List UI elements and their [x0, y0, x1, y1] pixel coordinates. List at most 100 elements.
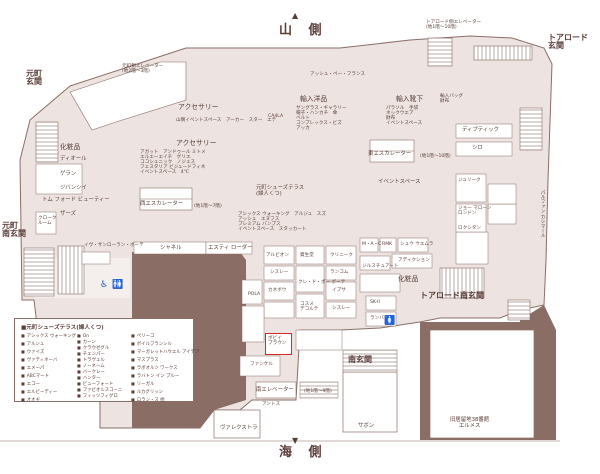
shop-shiro[interactable]: シロ [472, 145, 483, 151]
legend-item: エルビーディー [21, 389, 57, 395]
shop-addiction[interactable]: アディクション [398, 258, 430, 263]
south-elevator-label: 南エレベーター [256, 387, 294, 393]
shoe-brands-legend: ■元町シューズテラス(婦人くつ) アシックス ウォーキング アルシュ ウァイズ … [14, 318, 199, 403]
legend-item: トラヴェル [77, 357, 105, 363]
east-escalator-note: (地1階〜10階) [420, 154, 451, 159]
import-shoes-brands: パラソル 手袋 ネックウエア 財布 イベントスペース [386, 106, 423, 127]
shop-pola[interactable]: POLA [248, 292, 261, 297]
shoes-terrace-brands: アシックス ウォーキング アルジュ スズ アッシュ エヌフス プレミアム バンプ… [238, 212, 326, 233]
legend-item: バークレー [77, 369, 105, 375]
motomachi-shoes-terrace: 元町シューズテラス (婦人くつ) [256, 185, 305, 197]
legend-item: チェンパー [77, 351, 105, 357]
legend-item: カーン [77, 339, 96, 345]
legend-item: アシックス ウォーキング [21, 333, 76, 339]
legend-item: フィッツフィグロ [77, 393, 118, 399]
mountain-side-label: 山 側 [279, 23, 328, 38]
shop-kanebo[interactable]: カネボウ [268, 288, 287, 293]
ca4la: CA4LA [268, 114, 284, 119]
shop-guerlain[interactable]: ゲラン [60, 171, 77, 177]
shop-jill[interactable]: ジルスチュアート [362, 264, 399, 269]
legend-item: マスプラス [131, 357, 159, 363]
cloak-room: クローク ルーム [38, 216, 57, 227]
shop-albion[interactable]: アルビオン [266, 253, 289, 258]
legend-item: エコー [21, 381, 40, 387]
legend-item: ビューフォート [77, 381, 113, 387]
shop-clinique[interactable]: クリニーク [330, 253, 353, 258]
motomachi-side-elevator: 元町側エレベーター (地2階〜3階) [122, 64, 164, 75]
restroom-icon: 🚻 [112, 280, 124, 290]
legend-item: ラボオルツ ワークス [131, 365, 178, 371]
legend-item: ボイルフランシル [131, 341, 172, 347]
legend-item: ペリーコ [131, 333, 155, 339]
shop-cle[interactable]: クレ・ド・ポー ボーテ [298, 280, 346, 285]
accessory-nw-brands: 山側イベントスペース アーカー スター エテ [176, 118, 277, 123]
north-arrow-icon: ▲ [292, 11, 299, 20]
shop-anthos[interactable]: アントス [262, 402, 281, 407]
legend-item: オオギ [21, 397, 40, 403]
shop-shiseido[interactable]: 資生堂 [300, 253, 314, 258]
shop-estee[interactable]: エスティ ローダー [208, 245, 253, 251]
shop-lanvin[interactable]: ランバン [370, 316, 389, 321]
foreign-goods-brands: サングラス・ギャラリー 帽子・ハンカチ 傘 ベルト コンプレックス・ビズ アッカ [296, 106, 347, 132]
legend-item: クラウゼグル [77, 345, 109, 351]
legend-item: ウァイズ [21, 349, 44, 355]
motomachi-entrance[interactable]: 元町 玄関 [26, 69, 42, 87]
shop-ysl[interactable]: イヴ・サンローラン・ボーテ [84, 243, 144, 248]
shop-fancl[interactable]: ファンケル [250, 362, 273, 367]
west-escalator-label: 西エスカレーター [140, 201, 184, 207]
shop-ipsa[interactable]: イプサ [332, 288, 346, 293]
legend-item: ファビオルスコーニ [77, 387, 123, 393]
shop-mac[interactable]: M・A・C [362, 242, 382, 247]
parfum-kashimar: パルファン カシマール [540, 190, 546, 238]
accessibility-icon: ♿ [100, 280, 109, 290]
shop-sk2[interactable]: SK-II [370, 300, 380, 305]
south-arrow-icon: ▼ [292, 436, 299, 445]
legend-item: On [77, 333, 89, 339]
area-cosmetics: 化粧品 [60, 143, 81, 151]
legend-item: ノーネーム [77, 363, 105, 369]
legend-item: ハンター [77, 375, 101, 381]
shop-shu-uemura[interactable]: シュウ ウエムラ [400, 242, 434, 247]
shop-givenchy[interactable]: ジバンシイ [60, 185, 87, 191]
area-accessory-center: アクセサリー [176, 139, 217, 147]
legend-item: ABCマート [21, 373, 49, 379]
highlighted-shop[interactable] [265, 333, 292, 355]
sea-side-label: 海 側 [279, 445, 328, 460]
shop-tomford[interactable]: トム フォード ビューティー [42, 197, 110, 203]
shop-sabon[interactable]: サボン [358, 423, 375, 429]
shop-cosme-decorte[interactable]: コスメ デコルテ [300, 302, 319, 313]
motomachi-south-entrance[interactable]: 元町 南玄関 [2, 221, 26, 239]
shop-chanel[interactable]: シャネル [160, 245, 182, 251]
shop-rmk[interactable]: RMK [382, 242, 393, 247]
accessory-center-brands: アガット アンドゥール ミトメ エルエーエイチ ゲリエ ココシュニック ノジェス… [140, 150, 206, 176]
shop-lancome[interactable]: ランコム [330, 270, 349, 275]
shop-jo-malone[interactable]: ジョー マローン ロンドン [458, 206, 492, 217]
shop-sk-est[interactable]: シスレー [270, 270, 289, 275]
legend-item: リーガル [131, 381, 155, 387]
shop-valextra[interactable]: ヴァレクストラ [220, 425, 258, 431]
legend-title: ■元町シューズテラス(婦人くつ) [21, 325, 104, 331]
shop-diptyque[interactable]: ディプティック [462, 127, 500, 133]
event-space: イベントスペース [378, 179, 421, 185]
area-cosmetics-2: 化粧品 [398, 275, 419, 283]
shop-dior[interactable]: ディオール [60, 156, 87, 162]
shop-sisley[interactable]: シスレー [332, 306, 351, 311]
area-accessory-nw: アクセサリー [178, 103, 219, 111]
shop-thers[interactable]: ザーズ [60, 211, 76, 217]
women-restroom-icon: 🚺 [384, 316, 396, 326]
legend-item: マーガレットハウエル アイデア [131, 349, 200, 355]
tor-road-entrance[interactable]: トアロード 玄関 [548, 33, 588, 51]
legend-item: アルシュ [21, 341, 45, 347]
tor-road-south-entrance[interactable]: トアロード南玄関 [420, 291, 484, 300]
shop-hermes[interactable]: 旧居留地38番館 エルメス [450, 417, 490, 429]
south-entrance[interactable]: 南玄関 [348, 355, 372, 364]
import-bag: 輸入バッグ 財布 [440, 94, 463, 105]
tor-road-side-elevator: トアロード側エレベーター (地1階〜10階) [426, 20, 482, 31]
shop-bobbi-brown[interactable]: ボビイ ブラウン [268, 336, 287, 347]
legend-item: ルカグリッシ [131, 389, 163, 395]
east-escalator-label: 東エスカレーター [368, 151, 412, 157]
shop-jurlique[interactable]: ジュリーク [458, 178, 481, 183]
shop-loccitane[interactable]: ロクシタン [458, 226, 481, 231]
